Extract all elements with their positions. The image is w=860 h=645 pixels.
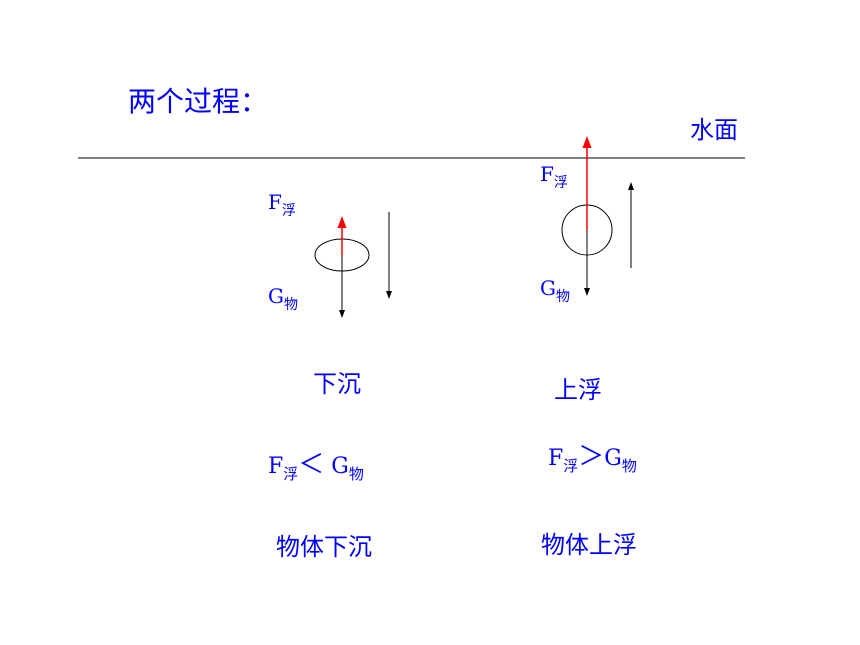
- floating-gravity-label: G物: [540, 276, 570, 305]
- floating-relation: F浮＞G物: [548, 442, 637, 475]
- water-surface-label: 水面: [690, 116, 738, 144]
- sinking-buoyancy-label: F浮: [268, 190, 296, 219]
- floating-caption: 上浮: [554, 376, 602, 404]
- page-title: 两个过程：: [128, 85, 269, 118]
- floating-conclusion: 物体上浮: [541, 531, 637, 559]
- sinking-conclusion: 物体下沉: [276, 533, 372, 561]
- sinking-gravity-label: G物: [268, 284, 298, 313]
- floating-buoyancy-label: F浮: [540, 162, 568, 191]
- sinking-caption: 下沉: [313, 370, 361, 398]
- sinking-relation: F浮＜ G物: [268, 450, 364, 483]
